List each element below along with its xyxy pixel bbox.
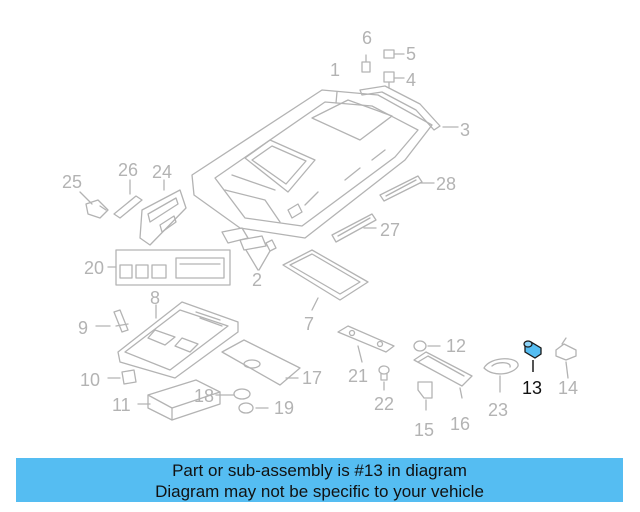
part-label-25: 25 xyxy=(62,172,82,192)
cover-part-11 xyxy=(137,379,221,421)
part-label-16: 16 xyxy=(450,414,470,434)
trim-part-16 xyxy=(413,351,473,399)
part-label-18: 18 xyxy=(194,386,214,406)
part-label-22: 22 xyxy=(374,394,394,414)
part-label-19: 19 xyxy=(274,398,294,418)
clip-part-14 xyxy=(555,337,577,379)
part-label-6: 6 xyxy=(362,28,372,48)
holder-part-26 xyxy=(113,179,143,219)
part-label-2: 2 xyxy=(252,270,262,290)
part-labels: 1 2 3 4 5 6 7 8 9 10 11 12 13 14 15 16 1… xyxy=(62,28,578,440)
bracket-part-25 xyxy=(79,191,109,219)
clip-part-22 xyxy=(378,365,390,391)
part-label-4: 4 xyxy=(406,70,416,90)
highlighted-part-13 xyxy=(523,340,542,359)
part-label-23: 23 xyxy=(488,400,508,420)
part-label-20: 20 xyxy=(84,258,104,278)
grab-handle-part-27 xyxy=(331,213,377,243)
sun-visor-part-24 xyxy=(139,179,187,246)
part-label-26: 26 xyxy=(118,160,138,180)
part-label-9: 9 xyxy=(78,318,88,338)
part-label-10: 10 xyxy=(80,370,100,390)
part-label-27: 27 xyxy=(380,220,400,240)
clip-part-19 xyxy=(238,402,269,414)
lamp-assembly-part-20 xyxy=(107,249,231,286)
clip-part-15 xyxy=(417,381,433,411)
clip-part-18 xyxy=(215,388,251,400)
sunroof-panel-part-7 xyxy=(282,249,369,311)
caption-line-disclaimer: Diagram may not be specific to your vehi… xyxy=(155,482,484,501)
trim-strip-part-3 xyxy=(359,85,459,131)
part-label-24: 24 xyxy=(152,162,172,182)
part-label-7: 7 xyxy=(304,314,314,334)
clip-part-9 xyxy=(95,309,129,333)
part-label-8: 8 xyxy=(150,288,160,308)
pad-part-23 xyxy=(483,358,519,393)
part-label-14: 14 xyxy=(558,378,578,398)
clip-part-12 xyxy=(413,340,441,352)
part-label-15: 15 xyxy=(414,420,434,440)
part-label-28: 28 xyxy=(436,174,456,194)
part-label-13: 13 xyxy=(522,378,542,398)
caption-banner: Part or sub-assembly is #13 in diagram D… xyxy=(16,458,623,502)
bracket-part-10 xyxy=(107,369,137,385)
clip-part-4 xyxy=(383,71,405,89)
part-label-21: 21 xyxy=(348,366,368,386)
part-label-5: 5 xyxy=(406,44,416,64)
clip-part-6 xyxy=(361,54,371,73)
pad-part-17 xyxy=(221,339,301,386)
part-label-12: 12 xyxy=(446,336,466,356)
headliner-part-1 xyxy=(191,89,433,239)
part-label-11: 11 xyxy=(112,395,131,415)
grab-handle-part-28 xyxy=(379,175,435,202)
part-label-1: 1 xyxy=(330,60,340,80)
console-part-8 xyxy=(117,301,239,379)
caption-line-part-number: Part or sub-assembly is #13 in diagram xyxy=(172,461,467,480)
parts-diagram: 1 2 3 4 5 6 7 8 9 10 11 12 13 14 15 16 1… xyxy=(62,28,578,440)
bracket-part-2 xyxy=(221,227,277,271)
clip-part-5 xyxy=(383,49,405,59)
part-label-3: 3 xyxy=(460,120,470,140)
part-label-17: 17 xyxy=(302,368,322,388)
pad-part-21 xyxy=(337,325,395,363)
